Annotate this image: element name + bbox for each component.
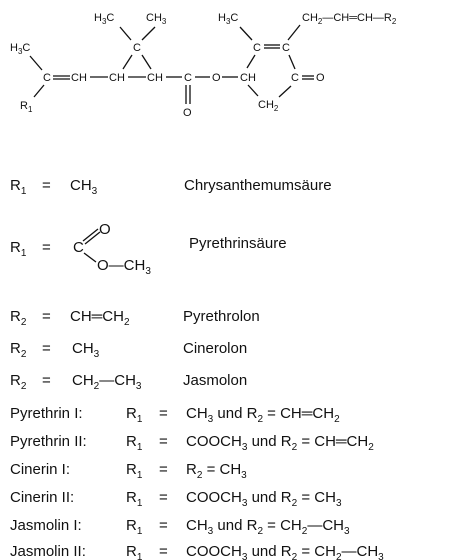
atom-o-carbonyl: O bbox=[183, 107, 192, 119]
alcohol-1-name: Pyrethrolon bbox=[183, 308, 260, 325]
acid-2-lhs: R1 bbox=[10, 239, 27, 259]
alcohol-3-lhs: R2 bbox=[10, 372, 27, 392]
acid-2-group-o-double: O bbox=[99, 221, 111, 238]
acid-definitions: R1 = CH3 Chrysanthemumsäure R1 = C O O—C… bbox=[10, 177, 332, 277]
bond bbox=[141, 26, 156, 41]
alcohol-2-eq: = bbox=[42, 340, 51, 357]
atom-c-left: C bbox=[43, 72, 51, 84]
alcohol-2-name: Cinerolon bbox=[183, 340, 247, 357]
structural-formula: H3C CH3 C H3C C CH CH CH C O O R1 CH H3C bbox=[10, 12, 397, 119]
ester-3-value: R2 = CH3 bbox=[186, 461, 247, 481]
atom-allyl-chain: CH2—CH═CH—R2 bbox=[302, 12, 397, 26]
acid-1-name: Chrysanthemumsäure bbox=[184, 177, 332, 194]
alcohol-2-lhs: R2 bbox=[10, 340, 27, 360]
atom-ring-c3: C bbox=[291, 72, 299, 84]
ester-2-name: Pyrethrin II: bbox=[10, 433, 87, 450]
alcohol-2-rhs: CH3 bbox=[72, 340, 100, 360]
atom-ring-c2: C bbox=[282, 42, 290, 54]
ester-6-name: Jasmolin II: bbox=[10, 543, 86, 560]
bond bbox=[247, 84, 259, 97]
alcohol-3-name: Jasmolon bbox=[183, 372, 247, 389]
alcohol-1-lhs: R2 bbox=[10, 308, 27, 328]
ester-4-value: COOCH3 und R2 = CH3 bbox=[186, 489, 342, 509]
atom-ch-3: CH bbox=[147, 72, 163, 84]
acid-2-group-o-single: O—CH3 bbox=[97, 257, 151, 277]
ester-1-name: Pyrethrin I: bbox=[10, 405, 83, 422]
ester-3-r1: R1 bbox=[126, 461, 143, 481]
atom-ring-o: O bbox=[316, 72, 325, 84]
atom-ring-c1: C bbox=[253, 42, 261, 54]
acid-1-eq: = bbox=[42, 177, 51, 194]
bond bbox=[246, 54, 256, 69]
bond bbox=[29, 55, 43, 71]
bond bbox=[33, 84, 45, 98]
double-bond bbox=[84, 231, 101, 245]
atom-h3c-1: H3C bbox=[94, 12, 114, 26]
double-bond bbox=[82, 228, 99, 242]
atom-ch3-1: CH3 bbox=[146, 12, 167, 26]
acid-2-group-c: C bbox=[73, 239, 84, 256]
bond bbox=[287, 24, 301, 41]
atom-c-gem: C bbox=[133, 42, 141, 54]
bond bbox=[278, 85, 292, 98]
atom-ring-ch: CH bbox=[240, 72, 256, 84]
bond bbox=[122, 54, 133, 70]
bond bbox=[83, 252, 97, 263]
ester-4-name: Cinerin II: bbox=[10, 489, 74, 506]
ester-5-name: Jasmolin I: bbox=[10, 517, 82, 534]
ester-table: Pyrethrin I: R1 = CH3 und R2 = CH═CH2 Py… bbox=[10, 405, 384, 560]
bond bbox=[288, 54, 296, 70]
acid-2-eq: = bbox=[42, 239, 51, 256]
atom-h3c-left: H3C bbox=[10, 42, 30, 56]
ester-1-eq: = bbox=[159, 405, 168, 422]
atom-ch-2: CH bbox=[109, 72, 125, 84]
ester-1-r1: R1 bbox=[126, 405, 143, 425]
alcohol-1-rhs: CH═CH2 bbox=[70, 308, 130, 328]
alcohol-definitions: R2 = CH═CH2 Pyrethrolon R2 = CH3 Cinerol… bbox=[10, 308, 260, 392]
bond bbox=[141, 54, 152, 70]
atom-ch-1: CH bbox=[71, 72, 87, 84]
atom-o-ester: O bbox=[212, 72, 221, 84]
ester-1-value: CH3 und R2 = CH═CH2 bbox=[186, 405, 340, 425]
ester-2-value: COOCH3 und R2 = CH═CH2 bbox=[186, 433, 374, 453]
acid-1-rhs: CH3 bbox=[70, 177, 98, 197]
ester-6-eq: = bbox=[159, 543, 168, 560]
ester-6-r1: R1 bbox=[126, 543, 143, 560]
ester-3-eq: = bbox=[159, 461, 168, 478]
ester-4-r1: R1 bbox=[126, 489, 143, 509]
ester-5-value: CH3 und R2 = CH2—CH3 bbox=[186, 517, 350, 537]
alcohol-3-rhs: CH2—CH3 bbox=[72, 372, 142, 392]
atom-ring-ch2: CH2 bbox=[258, 99, 279, 113]
ester-3-name: Cinerin I: bbox=[10, 461, 70, 478]
ester-5-r1: R1 bbox=[126, 517, 143, 537]
ester-5-eq: = bbox=[159, 517, 168, 534]
ester-2-r1: R1 bbox=[126, 433, 143, 453]
alcohol-1-eq: = bbox=[42, 308, 51, 325]
ester-2-eq: = bbox=[159, 433, 168, 450]
alcohol-3-eq: = bbox=[42, 372, 51, 389]
atom-c-ester: C bbox=[184, 72, 192, 84]
atom-r1: R1 bbox=[20, 100, 33, 114]
atom-h3c-3: H3C bbox=[218, 12, 238, 26]
acid-2-name: Pyrethrinsäure bbox=[189, 235, 287, 252]
ester-4-eq: = bbox=[159, 489, 168, 506]
bond bbox=[119, 26, 132, 41]
ester-6-value: COOCH3 und R2 = CH2—CH3 bbox=[186, 543, 384, 560]
bond bbox=[239, 26, 253, 41]
acid-1-lhs: R1 bbox=[10, 177, 27, 197]
